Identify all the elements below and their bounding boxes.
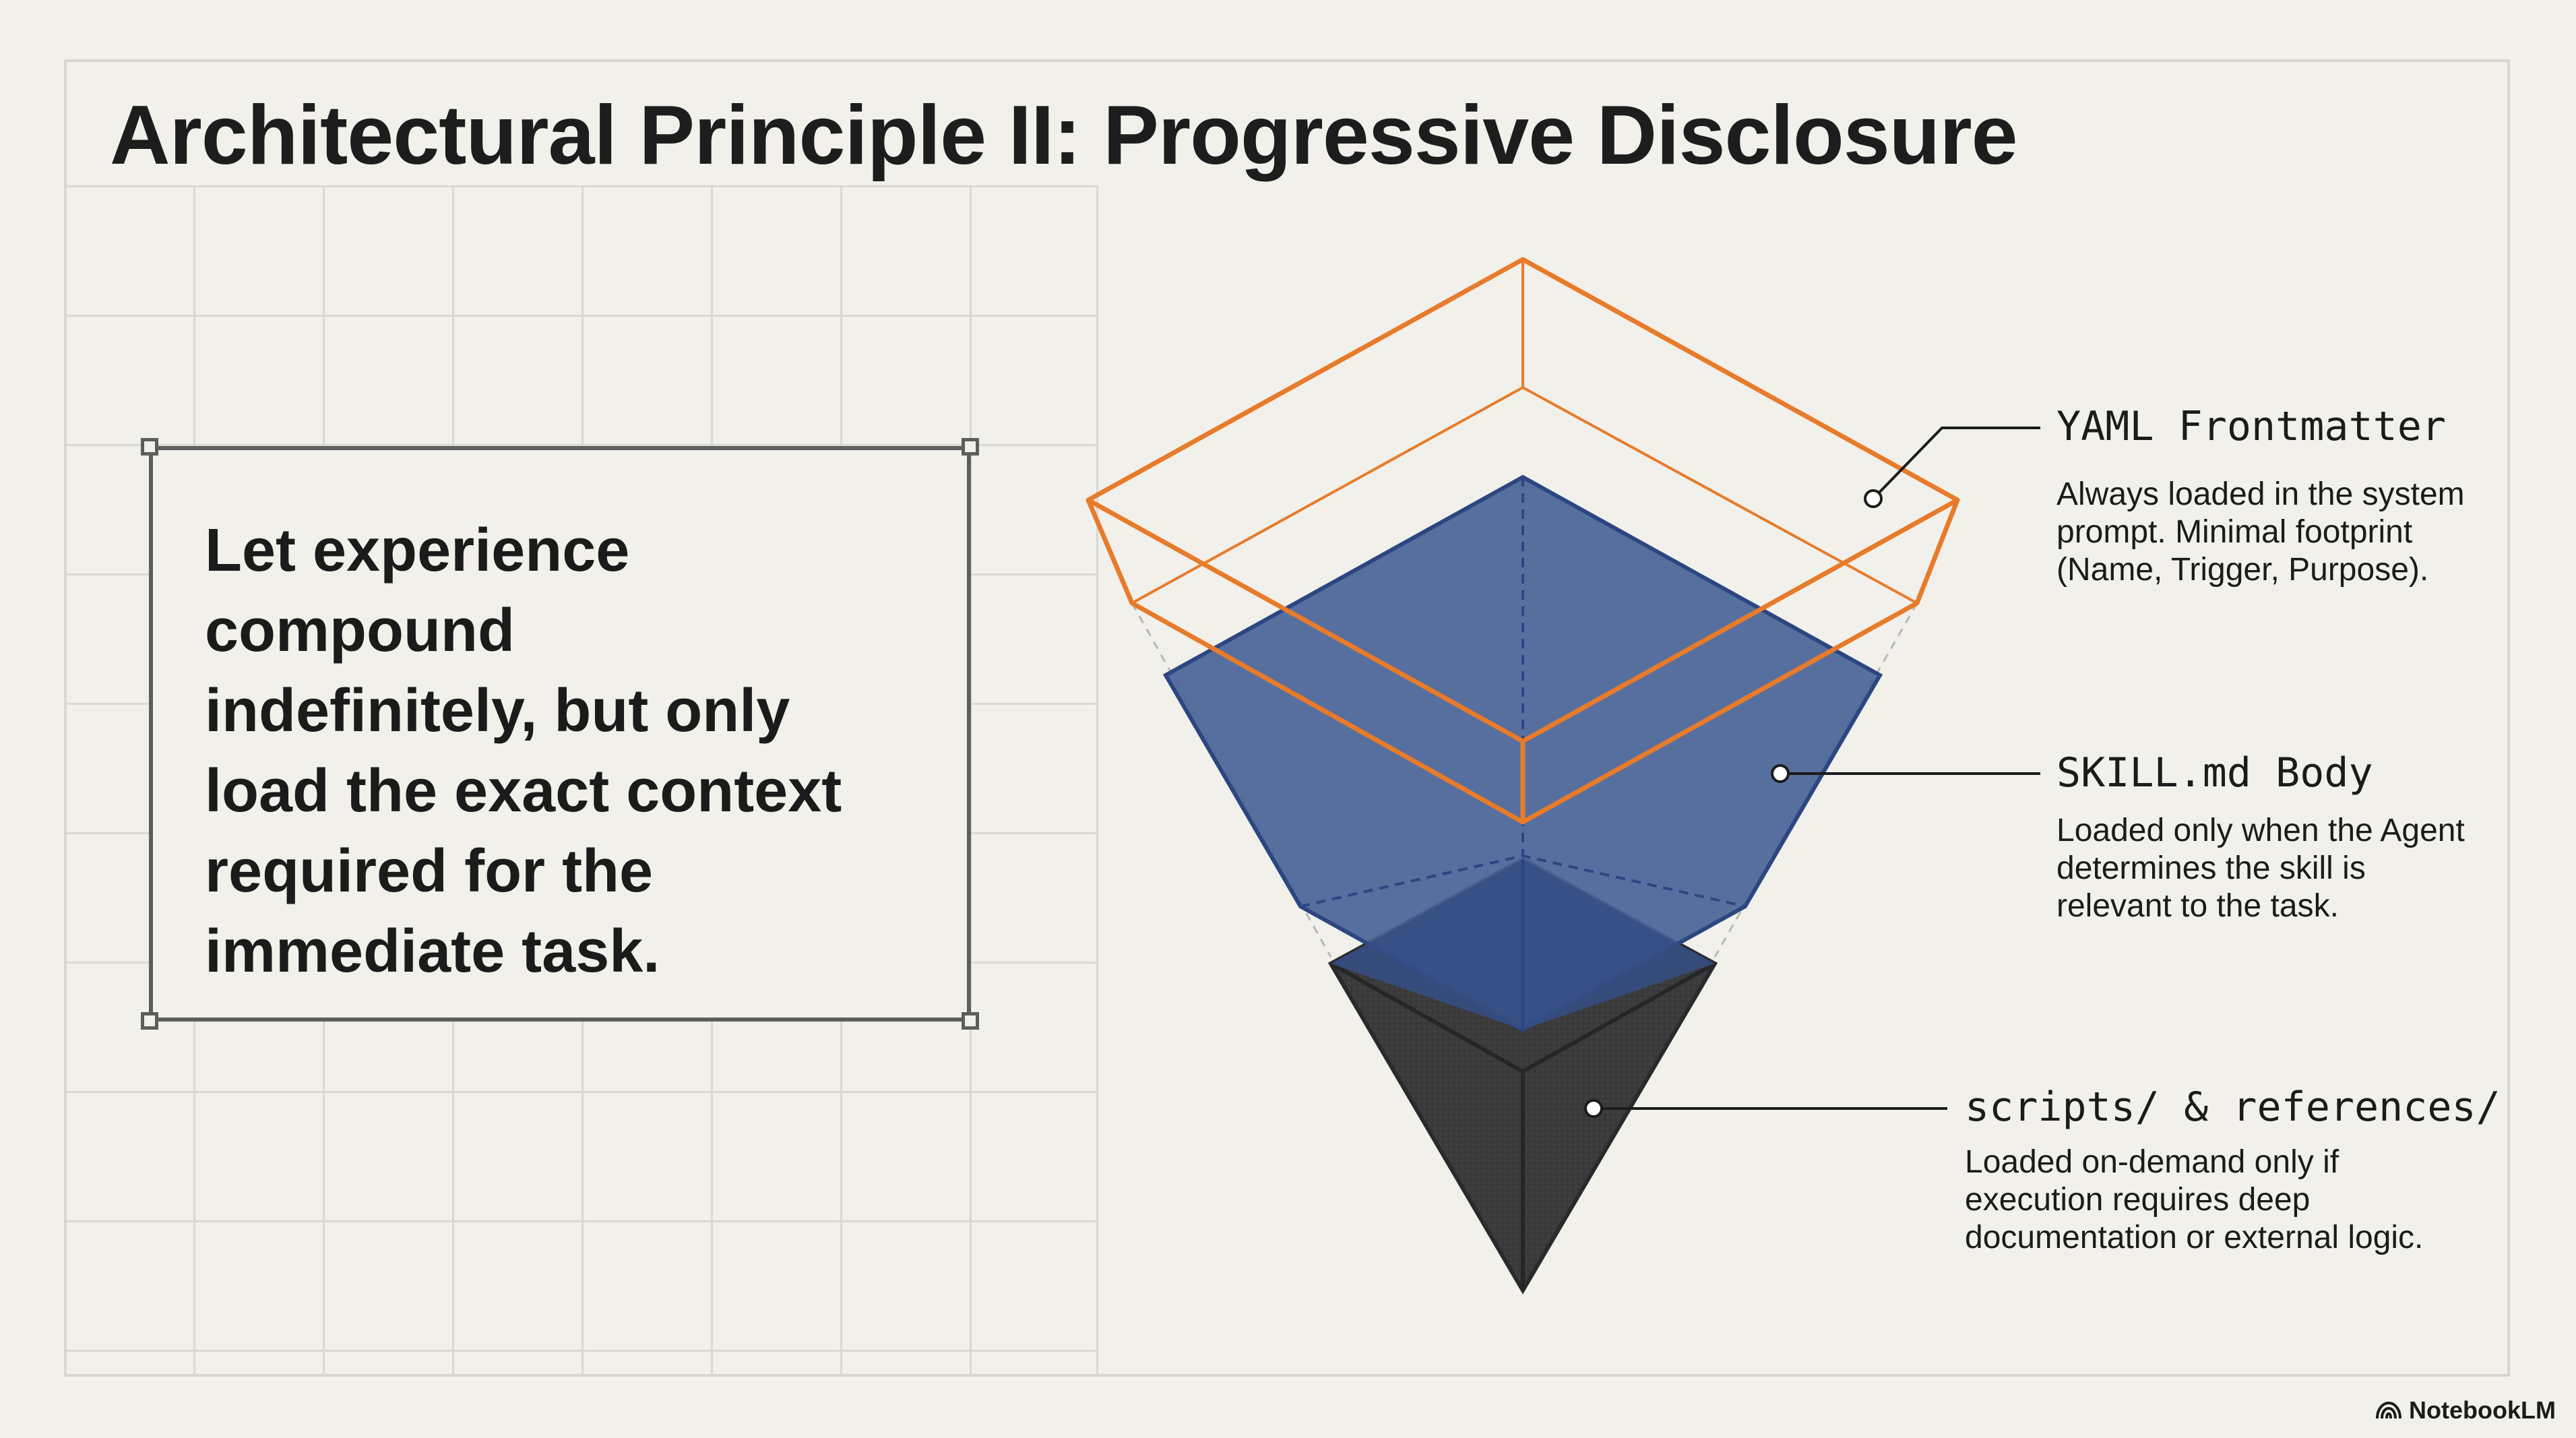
layer-yaml-frontmatter-description: Always loaded in the system prompt. Mini… xyxy=(2056,476,2528,589)
quote-line: Let experience xyxy=(205,517,630,584)
quote-line: required for the xyxy=(205,838,654,905)
leader-dots xyxy=(1584,489,1883,1118)
leader-lines xyxy=(1594,427,2040,1110)
description-line: documentation or external logic. xyxy=(1965,1220,2424,1255)
description-line: Loaded on-demand only if xyxy=(1965,1144,2339,1180)
description-line: (Name, Trigger, Purpose). xyxy=(2056,552,2429,588)
layer-skill-body-title: SKILL.md Body xyxy=(2056,749,2373,796)
layer-yaml-frontmatter-shape xyxy=(1086,257,1960,825)
corner-handle-top-right xyxy=(962,438,979,456)
description-line: Loaded only when the Agent xyxy=(2056,813,2465,848)
slide-title: Architectural Principle II: Progressive … xyxy=(110,89,2018,182)
layer-skill-body-description: Loaded only when the Agent determines th… xyxy=(2056,812,2528,925)
brand-watermark: NotebookLM xyxy=(2375,1396,2556,1425)
quote-box: Let experience compound indefinitely, bu… xyxy=(141,438,979,1030)
quote-line: indefinitely, but only xyxy=(205,677,790,745)
description-line: execution requires deep xyxy=(1965,1182,2311,1218)
quote-line: immediate task. xyxy=(205,918,660,985)
description-line: relevant to the task. xyxy=(2056,888,2339,924)
quote-line: compound xyxy=(205,597,515,664)
layer-yaml-frontmatter-title: YAML Frontmatter xyxy=(2056,403,2446,450)
layer-scripts-references-description: Loaded on-demand only if execution requi… xyxy=(1965,1144,2544,1257)
notebooklm-logo-icon xyxy=(2376,1401,2402,1419)
description-line: Always loaded in the system xyxy=(2056,476,2465,512)
corner-handle-top-left xyxy=(141,438,158,456)
corner-handle-bottom-left xyxy=(141,1012,158,1030)
layer-scripts-references-title: scripts/ & references/ xyxy=(1965,1084,2501,1131)
description-line: prompt. Minimal footprint xyxy=(2056,514,2413,550)
quote-text: Let experience compound indefinitely, bu… xyxy=(205,511,946,992)
quote-line: load the exact context xyxy=(205,757,842,825)
brand-name: NotebookLM xyxy=(2409,1396,2556,1424)
corner-handle-bottom-right xyxy=(962,1012,979,1030)
description-line: determines the skill is xyxy=(2056,850,2366,886)
